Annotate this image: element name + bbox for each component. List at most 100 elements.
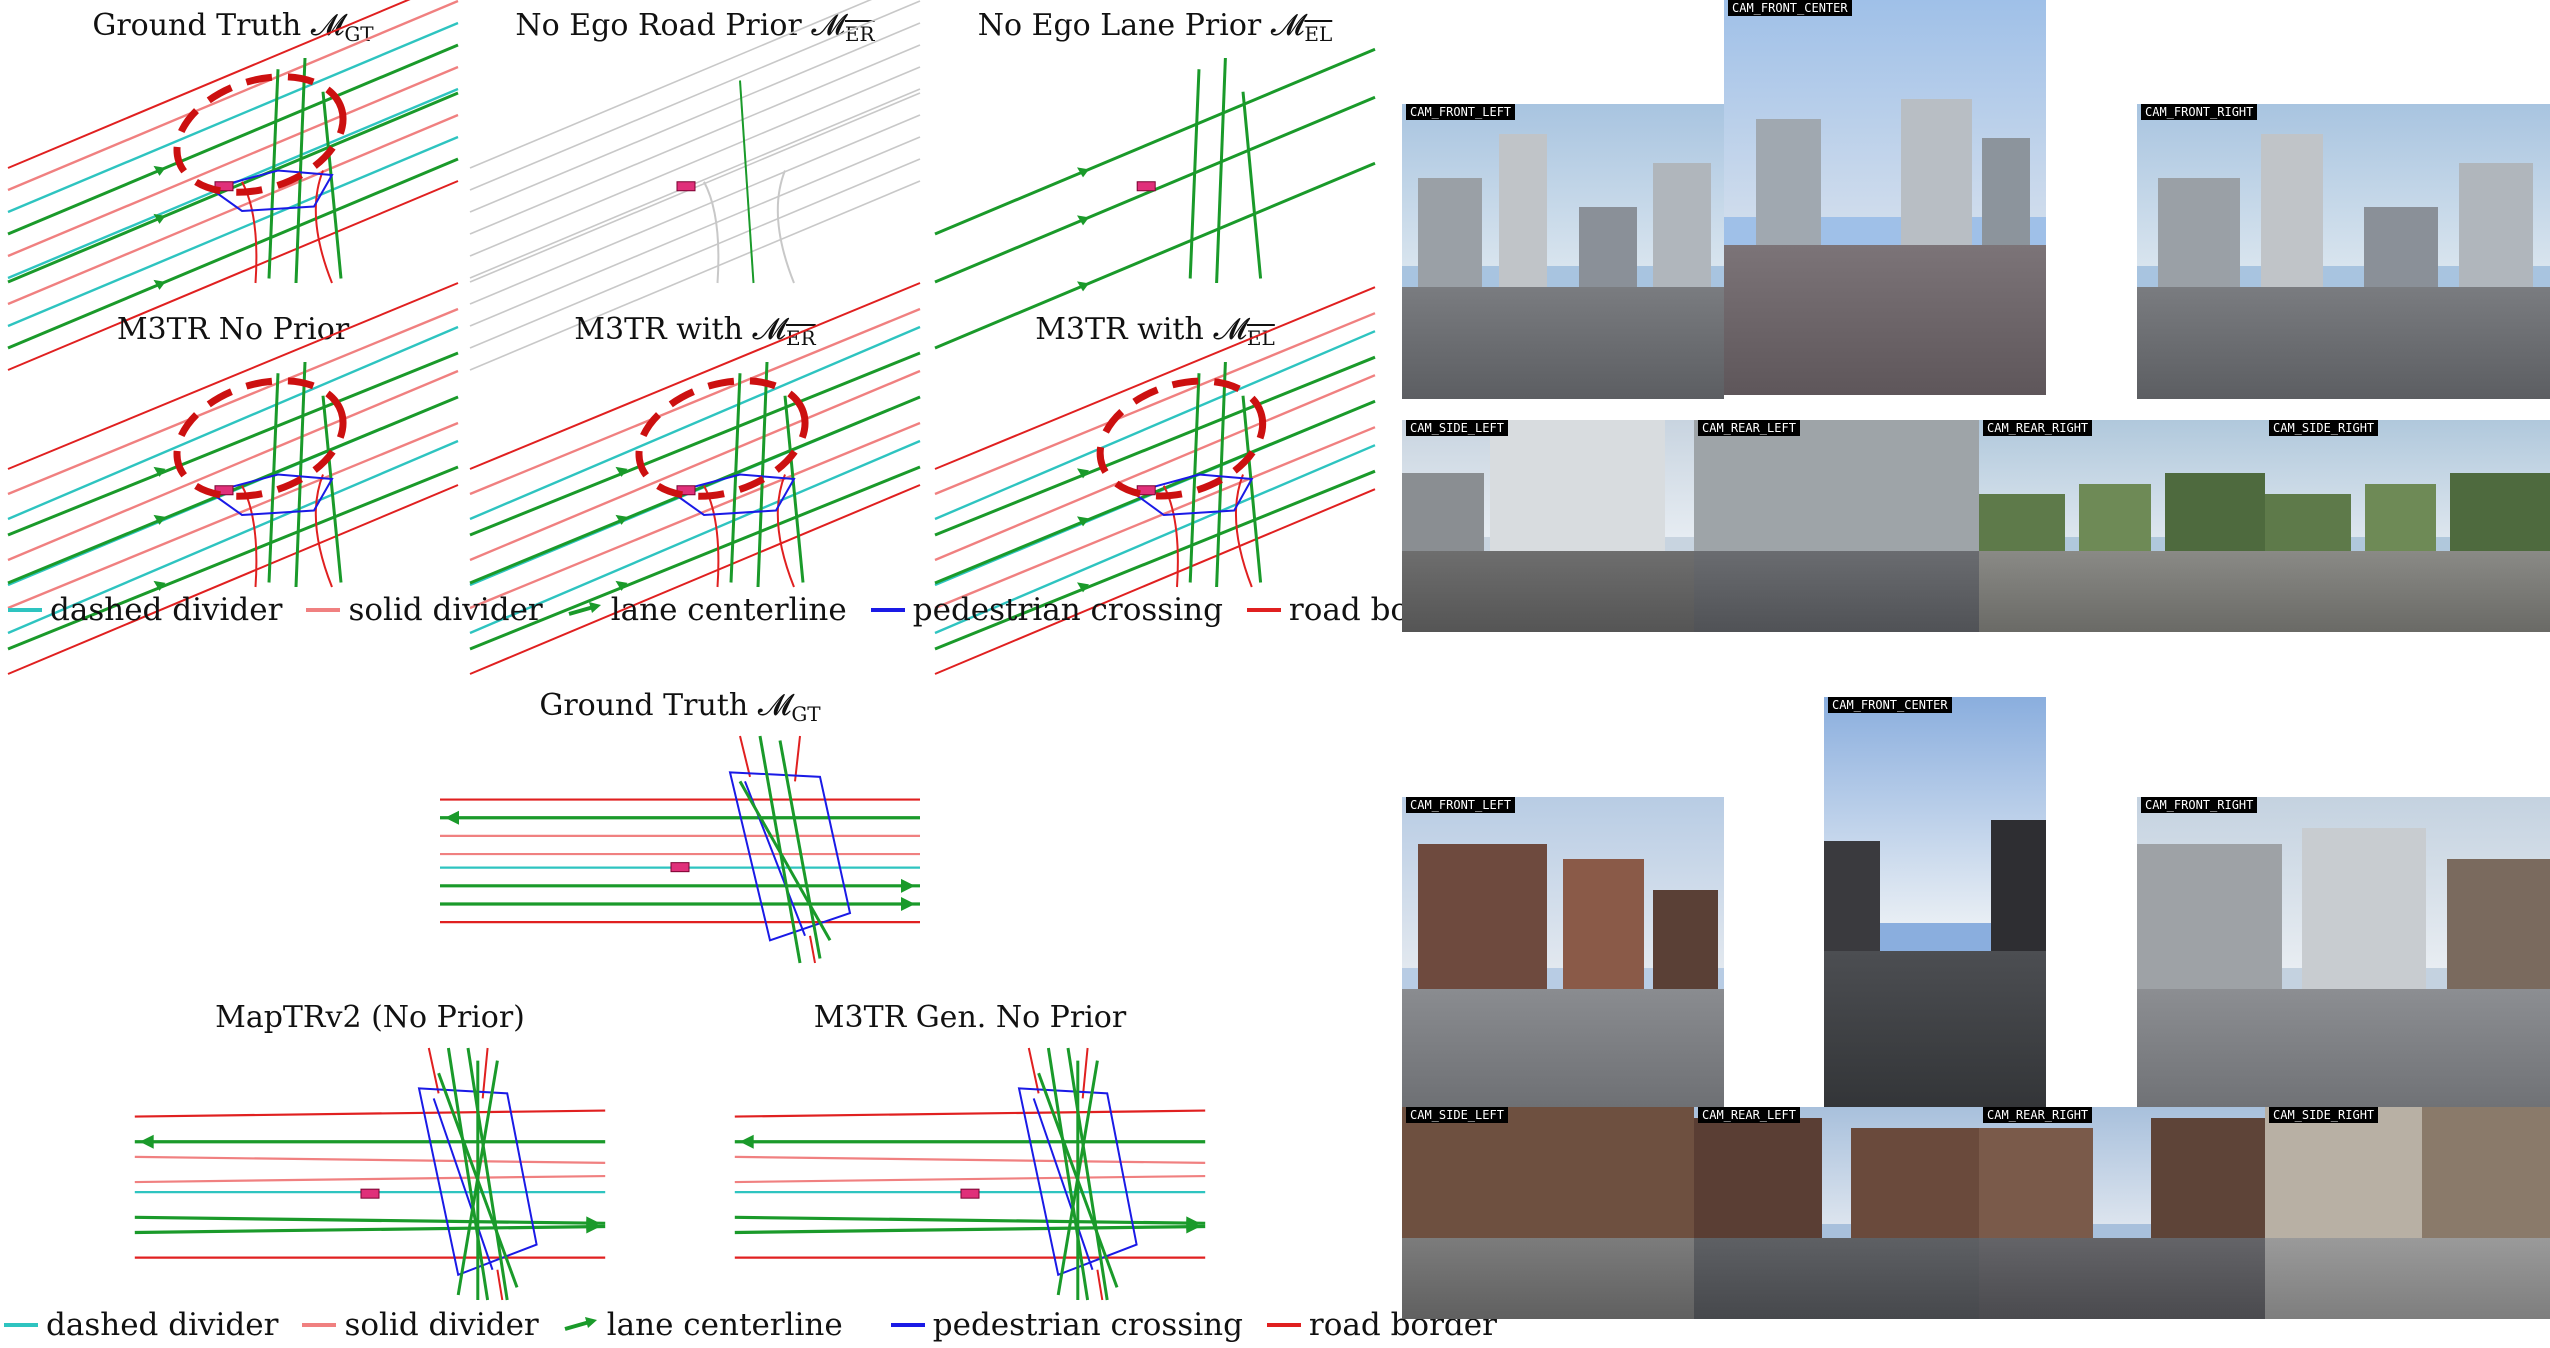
ego-car-icon — [1136, 181, 1156, 192]
camera-label: CAM_SIDE_LEFT — [1406, 420, 1508, 436]
road-border-line — [481, 1047, 489, 1099]
building-shape — [2150, 1117, 2265, 1245]
road-border-line — [314, 474, 333, 588]
map-line — [734, 1224, 1206, 1235]
road-border-line — [703, 181, 720, 284]
map-line — [7, 0, 459, 192]
building-shape — [2164, 473, 2265, 558]
camera-label: CAM_REAR_RIGHT — [1983, 1107, 2093, 1123]
map-line — [7, 157, 459, 350]
map-line — [469, 158, 921, 349]
legend-label: solid divider — [344, 1307, 539, 1343]
road-border-line — [776, 474, 795, 588]
road-surface — [2137, 286, 2550, 399]
lane-arrowhead — [615, 514, 628, 525]
legend-label: solid divider — [348, 592, 543, 628]
road-surface — [2265, 1238, 2550, 1319]
building-shape — [1498, 133, 1547, 296]
panel-title-symbol: 𝓜 — [757, 688, 792, 723]
building-shape — [1824, 840, 1880, 964]
camera-image-side-left: CAM_SIDE_LEFT — [1402, 1107, 1694, 1319]
map-panel-top-1: Ground Truth 𝓜GT — [7, 0, 459, 371]
camera-label: CAM_REAR_RIGHT — [1983, 420, 2093, 436]
pedestrian-crossing-shape — [208, 169, 334, 213]
dashed-divider-swatch — [4, 1323, 38, 1327]
map-line — [7, 282, 459, 470]
road-border-line — [1081, 1047, 1089, 1099]
map-line — [469, 282, 921, 470]
road-surface — [1402, 1238, 1694, 1319]
map-panel-top-4: M3TR No Prior — [7, 282, 459, 675]
vertical-centerline — [267, 373, 280, 583]
building-shape — [1694, 420, 1979, 558]
lane-arrowhead — [445, 810, 459, 825]
ego-car-icon — [360, 1188, 380, 1199]
ego-car-icon — [676, 181, 696, 192]
map-line — [469, 439, 921, 635]
panel-title-symbol: 𝓜 — [811, 8, 845, 43]
camera-label: CAM_FRONT_LEFT — [1406, 104, 1516, 120]
panel-title: M3TR Gen. No Prior — [725, 1000, 1215, 1035]
vertical-centerline — [294, 361, 307, 588]
lane-arrowhead — [1077, 468, 1089, 479]
pedestrian-crossing-shape — [1130, 473, 1254, 517]
lane-arrowhead — [153, 514, 166, 525]
pedestrian-crossing-swatch — [890, 1323, 925, 1327]
panel-title: M3TR with 𝓜ER — [470, 312, 920, 350]
map-line — [469, 66, 921, 257]
map-line — [7, 307, 459, 496]
camera-image-rear-left: CAM_REAR_LEFT — [1694, 420, 1979, 632]
map-drawing — [734, 1047, 1206, 1301]
panel-title-subscript: GT — [791, 702, 821, 726]
building-shape — [1756, 118, 1821, 257]
map-line — [7, 484, 459, 675]
camera-label: CAM_FRONT_LEFT — [1406, 797, 1516, 813]
panel-title-text: M3TR Gen. No Prior — [813, 1000, 1127, 1035]
building-shape — [1901, 98, 1972, 257]
vertical-centerline — [267, 69, 280, 279]
building-shape — [1653, 890, 1718, 999]
road-border-swatch — [1266, 1323, 1301, 1327]
camera-label: CAM_FRONT_RIGHT — [2141, 797, 2258, 813]
building-shape — [2260, 133, 2323, 296]
map-line — [934, 444, 1376, 635]
road-border-line — [739, 735, 751, 778]
road-surface — [1694, 1238, 1979, 1319]
vertical-centerline — [1241, 395, 1263, 583]
map-line — [7, 65, 459, 258]
map-drawing — [469, 0, 921, 371]
map-line — [134, 1224, 606, 1235]
map-line — [934, 374, 1376, 562]
highlight-region-ellipse — [635, 377, 809, 500]
camera-image-rear-left: CAM_REAR_LEFT — [1694, 1107, 1979, 1319]
camera-image-front-right: CAM_FRONT_RIGHT — [2137, 104, 2550, 399]
map-panel-top-6: M3TR with 𝓜EL — [934, 286, 1376, 675]
vertical-centerline — [739, 80, 755, 284]
map-line — [469, 180, 921, 371]
lane-arrowhead — [1077, 215, 1089, 226]
map-line — [734, 1109, 1206, 1118]
legend-label: pedestrian crossing — [912, 592, 1223, 628]
panel-title-text: M3TR with — [574, 312, 753, 347]
panel-title: No Ego Lane Prior 𝓜EL — [935, 8, 1375, 46]
legend-top: dashed divider solid divider lane center… — [8, 592, 1501, 628]
legend-label: dashed divider — [46, 1307, 279, 1343]
building-shape — [2364, 483, 2436, 558]
camera-image-front-center: CAM_FRONT_CENTER — [1724, 0, 2046, 395]
map-panel-top-3: No Ego Lane Prior 𝓜EL — [934, 8, 1376, 350]
building-shape — [2157, 177, 2241, 296]
map-line — [734, 1215, 1206, 1225]
map-line — [734, 1155, 1206, 1164]
map-line — [469, 484, 921, 675]
crossing-centerline — [1066, 1047, 1109, 1301]
legend-item-dashed-divider: dashed divider — [8, 592, 282, 628]
panel-title-text: MapTRv2 (No Prior) — [215, 1000, 525, 1035]
map-line — [134, 1155, 606, 1164]
lane-arrowhead — [901, 896, 915, 911]
crossing-centerline — [466, 1047, 509, 1301]
road-surface — [2265, 551, 2550, 632]
panel-title-text: M3TR with — [1035, 312, 1214, 347]
lane-arrowhead — [1077, 281, 1089, 292]
camera-label: CAM_REAR_LEFT — [1698, 420, 1800, 436]
building-shape — [1990, 820, 2046, 964]
